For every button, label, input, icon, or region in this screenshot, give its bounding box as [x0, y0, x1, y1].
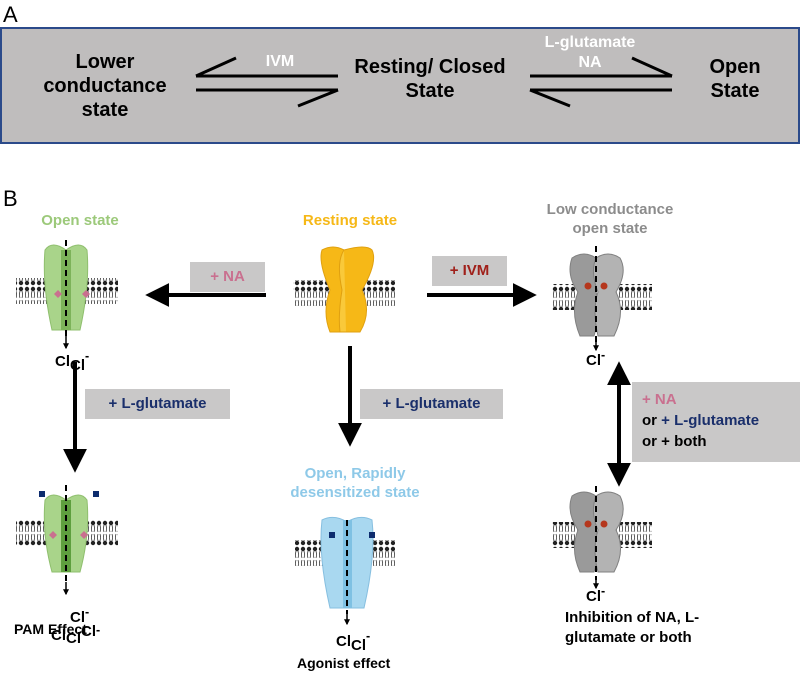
channel-inhibited	[569, 486, 624, 590]
panel-a-box	[0, 27, 800, 144]
channel-resting-state	[320, 246, 375, 333]
panel-a-letter: A	[3, 2, 18, 27]
resting-state-title: Resting state	[302, 212, 398, 229]
panel-b-letter: B	[3, 186, 18, 211]
lower-conductance-state-label: Lower conductance state	[43, 51, 167, 121]
agonist-effect-label: Agonist effect	[297, 655, 391, 671]
pam-effect-label: PAM Effect	[14, 621, 87, 637]
channel-desensitized	[320, 516, 375, 626]
glutamate-box-center: + L-glutamate	[360, 389, 503, 419]
open-state-label: Open State	[709, 56, 761, 102]
chloride-label-inhibited: Cl-	[586, 584, 606, 605]
agonist-equilibrium-arrows	[529, 56, 673, 108]
channel-open-state	[43, 240, 90, 350]
low-conductance-title: Low conductance open state	[546, 201, 674, 237]
channel-low-conductance	[569, 246, 624, 352]
inhibition-condition-box: + NA or + L-glutamate or + both	[632, 382, 800, 462]
channel-pam-effect	[39, 485, 99, 596]
ivm-arrow-label: IVM	[265, 53, 295, 70]
resting-closed-state-label: Resting/ Closed State	[354, 56, 506, 102]
chloride-label-low: Cl-	[586, 348, 606, 369]
desensitized-title: Open, Rapidly desensitized state	[290, 465, 420, 501]
agonist-arrow-label: L-glutamate NA	[544, 34, 636, 71]
chloride-label-desens: ClCl-	[336, 629, 371, 654]
ivm-equilibrium-arrows	[195, 56, 339, 108]
na-box: + NA	[190, 262, 265, 292]
open-state-title: Open state	[41, 212, 119, 229]
ivm-box: + IVM	[432, 256, 507, 286]
glutamate-box-left: + L-glutamate	[85, 389, 230, 419]
inhibition-label: Inhibition of NA, L- glutamate or both	[565, 609, 700, 646]
chloride-label-pam: Cl-ClClCl-	[51, 605, 101, 647]
